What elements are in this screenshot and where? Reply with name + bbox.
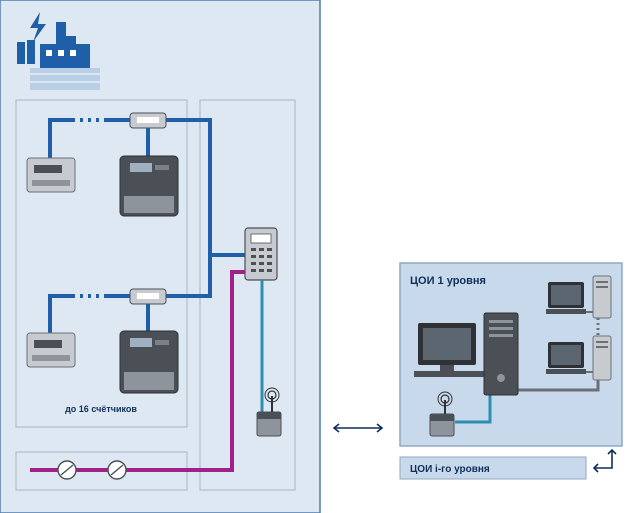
switch-icon	[107, 460, 127, 480]
modem-icon	[429, 391, 455, 437]
controller-icon	[244, 227, 278, 281]
level1-label: ЦОИ 1 уровня	[410, 275, 486, 287]
power-line	[30, 270, 245, 472]
converter-icon	[129, 112, 167, 129]
return-arrow-icon	[592, 448, 617, 473]
converter-icon	[129, 288, 167, 305]
bus-line-top	[48, 118, 245, 257]
server-link-line	[518, 380, 600, 392]
double-arrow-icon	[332, 423, 384, 433]
meters-count-label: до 16 счётчиков	[65, 404, 137, 414]
factory-icon	[17, 12, 100, 90]
leveli-box	[399, 456, 587, 480]
meters-group	[15, 99, 188, 428]
lightning-icon	[30, 12, 46, 42]
bus-line-bottom	[48, 255, 212, 335]
switch-icon	[57, 460, 77, 480]
modem-icon	[256, 387, 282, 437]
modem-link-line	[455, 395, 492, 424]
meter-icon	[119, 330, 179, 394]
leveli-label: ЦОИ i-го уровня	[410, 464, 490, 475]
computer-icon	[546, 335, 612, 381]
computer-icon	[414, 312, 519, 396]
meter-icon	[119, 155, 179, 217]
meter-icon	[26, 332, 76, 368]
meter-icon	[26, 157, 76, 193]
computer-icon	[546, 275, 612, 319]
